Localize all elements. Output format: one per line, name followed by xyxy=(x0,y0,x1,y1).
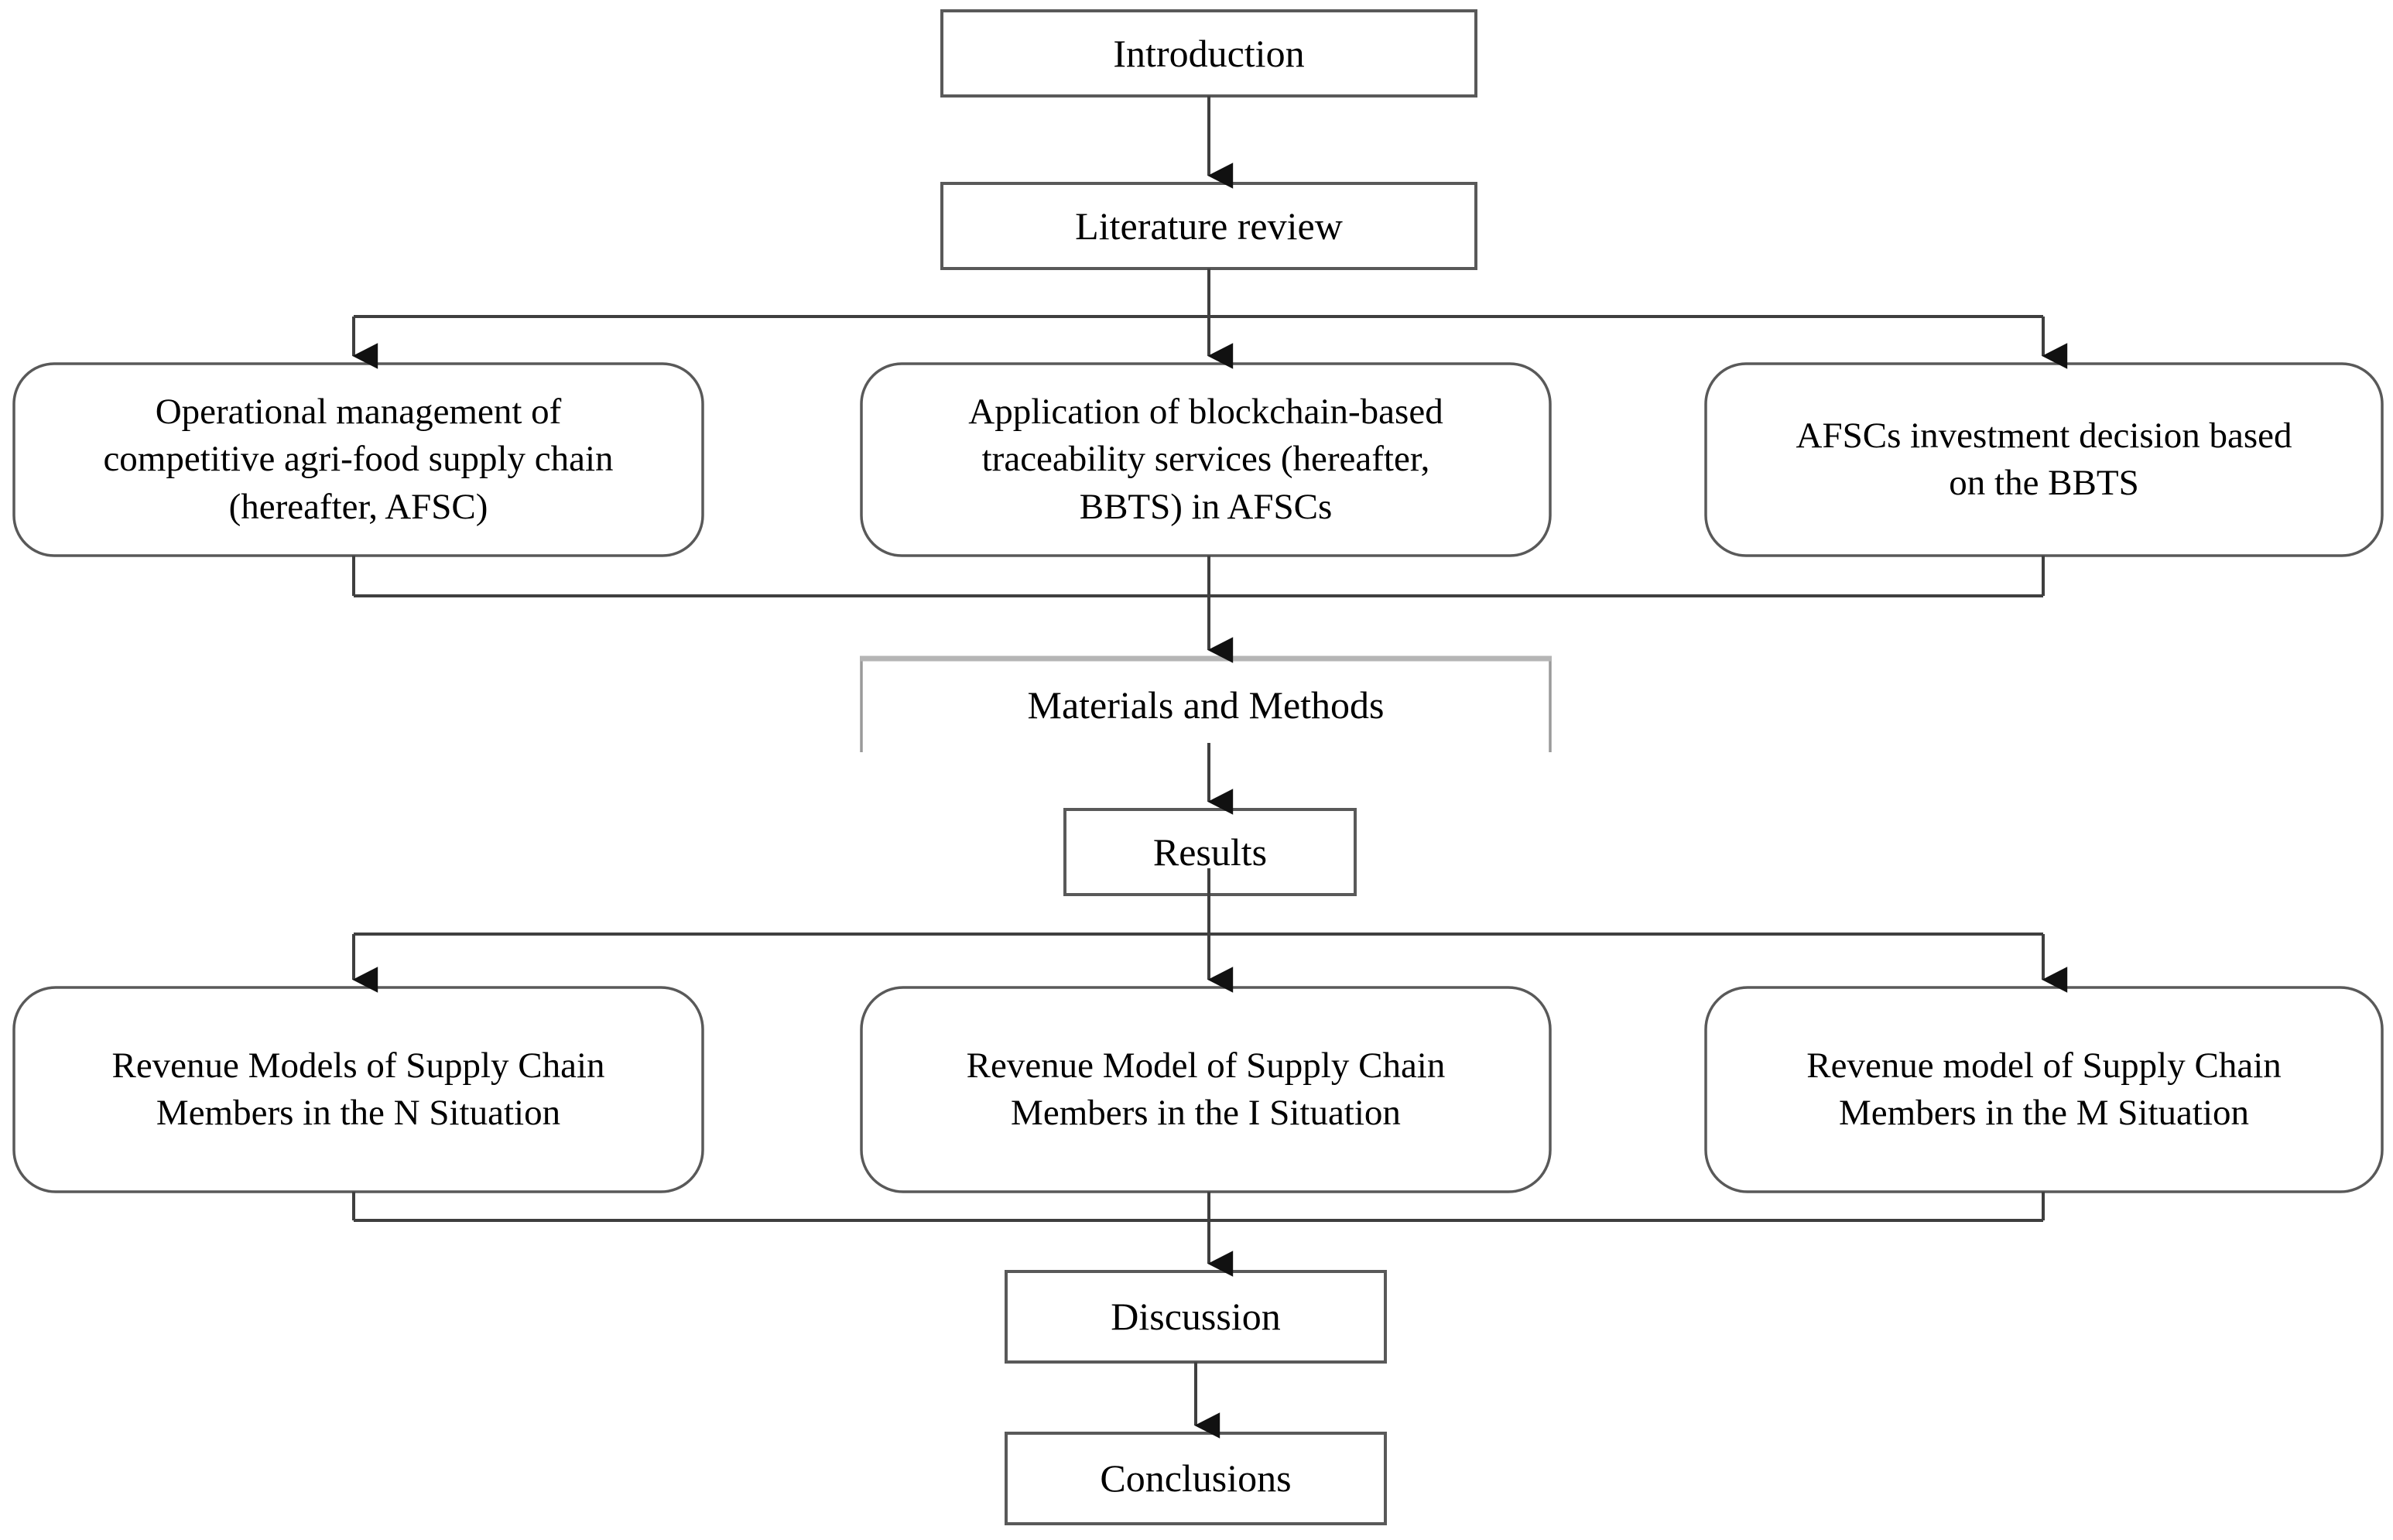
node-shape-afscs-investment-decision[interactable] xyxy=(1704,362,2384,557)
node-shape-introduction[interactable] xyxy=(940,9,1477,98)
node-shape-operational-management[interactable] xyxy=(12,362,704,557)
edges xyxy=(352,96,2068,1439)
node-shape-revenue-model-m[interactable] xyxy=(1704,986,2384,1193)
node-shape-materials-and-methods[interactable] xyxy=(860,656,1552,752)
node-shape-discussion[interactable] xyxy=(1005,1270,1387,1364)
node-shapes xyxy=(12,9,2384,1525)
node-shape-literature-review[interactable] xyxy=(940,182,1477,270)
node-shape-revenue-model-n[interactable] xyxy=(12,986,704,1193)
node-shape-blockchain-traceability[interactable] xyxy=(860,362,1552,557)
node-shape-revenue-model-i[interactable] xyxy=(860,986,1552,1193)
node-shape-conclusions[interactable] xyxy=(1005,1432,1387,1525)
